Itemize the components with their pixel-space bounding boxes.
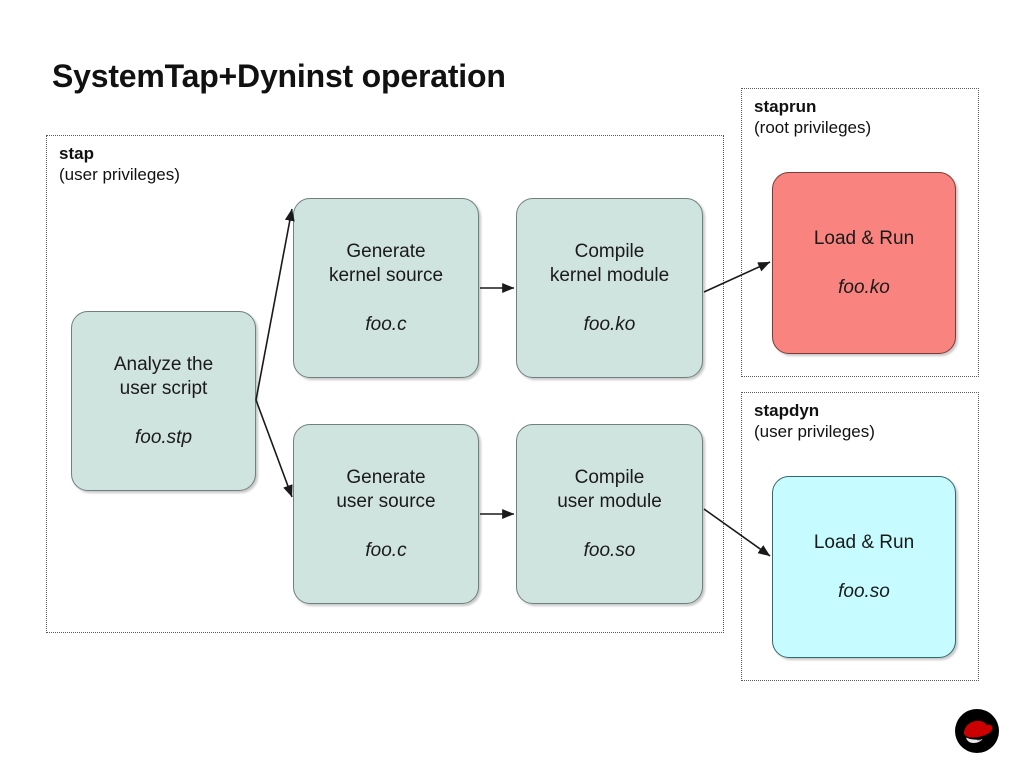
group-stap-label: stap (user privileges) (59, 144, 180, 185)
group-stapdyn-name: stapdyn (754, 401, 820, 420)
group-staprun: staprun (root privileges) (741, 88, 979, 377)
group-staprun-label: staprun (root privileges) (754, 97, 871, 138)
node-generate-kernel-source: Generate kernel source foo.c (293, 198, 479, 378)
node-generate-kernel-source-file: foo.c (365, 314, 407, 336)
group-stapdyn-privileges: (user privileges) (754, 421, 875, 441)
group-stap: stap (user privileges) (46, 135, 724, 633)
node-analyze-user-script: Analyze the user script foo.stp (71, 311, 256, 491)
node-compile-kernel-module-title: Compile kernel module (549, 240, 670, 286)
group-staprun-privileges: (root privileges) (754, 117, 872, 137)
node-generate-user-source-file: foo.c (365, 540, 407, 562)
node-analyze-file: foo.stp (134, 427, 193, 449)
group-stapdyn-label: stapdyn (user privileges) (754, 401, 875, 442)
node-compile-kernel-module-file: foo.ko (583, 314, 636, 336)
node-load-and-run-kernel-file: foo.ko (838, 277, 890, 299)
node-load-and-run-kernel-title: Load & Run (813, 227, 915, 249)
node-generate-user-source-title: Generate user source (336, 466, 436, 512)
node-load-and-run-kernel: Load & Run foo.ko (772, 172, 956, 354)
group-stapdyn: stapdyn (user privileges) (741, 392, 979, 681)
node-compile-user-module-file: foo.so (583, 540, 636, 562)
node-load-and-run-user-title: Load & Run (813, 531, 915, 553)
red-hat-shadowman-logo (955, 709, 999, 753)
group-stap-privileges: (user privileges) (59, 164, 180, 184)
node-compile-user-module-title: Compile user module (557, 466, 662, 512)
node-generate-user-source: Generate user source foo.c (293, 424, 479, 604)
node-compile-user-module: Compile user module foo.so (516, 424, 703, 604)
node-load-and-run-user-file: foo.so (838, 581, 890, 603)
node-analyze-title: Analyze the user script (113, 353, 214, 399)
page-title: SystemTap+Dyninst operation (52, 58, 506, 94)
group-stap-name: stap (59, 144, 94, 163)
node-generate-kernel-source-title: Generate kernel source (328, 240, 444, 286)
node-load-and-run-user: Load & Run foo.so (772, 476, 956, 658)
group-staprun-name: staprun (754, 97, 817, 116)
node-compile-kernel-module: Compile kernel module foo.ko (516, 198, 703, 378)
